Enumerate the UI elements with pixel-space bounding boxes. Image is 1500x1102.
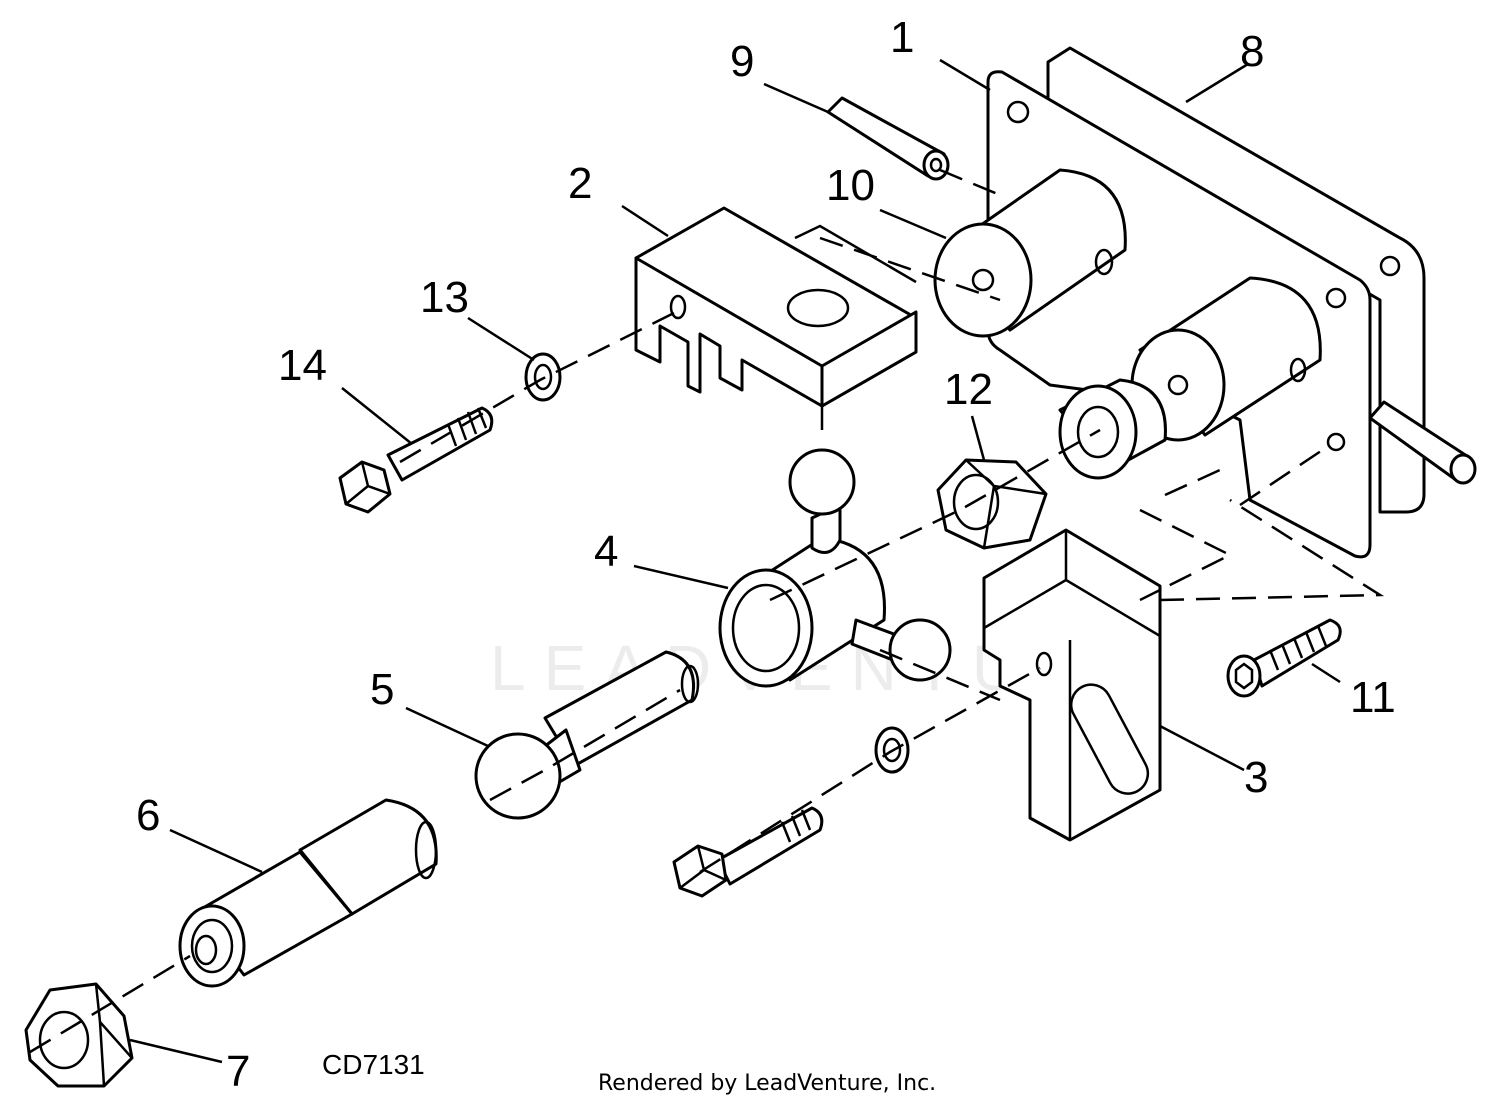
part-4-ball-socket [718,448,952,688]
callout-12: 12 [944,365,993,414]
drawing-code: CD7131 [322,1049,425,1080]
callout-2: 2 [568,159,592,208]
part-2-block [634,206,918,408]
callout-14: 14 [278,341,327,390]
callout-1: 1 [890,13,914,62]
callout-11: 11 [1350,673,1396,722]
callout-4: 4 [594,527,618,576]
part-6-sleeve [178,798,438,988]
callout-labels: 1 2 3 4 5 6 7 8 9 10 11 12 13 14 [136,13,1396,1096]
callout-7: 7 [226,1047,250,1096]
part-3-block [982,528,1162,842]
callout-9: 9 [730,37,754,86]
callout-3: 3 [1244,753,1268,802]
part-1-housing-plate [933,70,1401,559]
leader-lines [129,58,1341,1064]
right-pin [1368,400,1477,485]
callout-13: 13 [420,273,469,322]
part-11-socket-screw [1226,618,1342,698]
part-13-lock-washer [524,352,562,402]
callout-10: 10 [826,161,875,210]
lower-cap-screw [672,806,824,898]
part-14-cap-screw [338,406,494,514]
callout-8: 8 [1240,27,1264,76]
callout-6: 6 [136,791,160,840]
part-7-hex-nut [24,982,134,1088]
part-12-hex-nut [936,458,1048,550]
render-credit: Rendered by LeadVenture, Inc. [598,1071,936,1096]
assembly-lines [29,168,1385,1054]
callout-5: 5 [370,665,394,714]
